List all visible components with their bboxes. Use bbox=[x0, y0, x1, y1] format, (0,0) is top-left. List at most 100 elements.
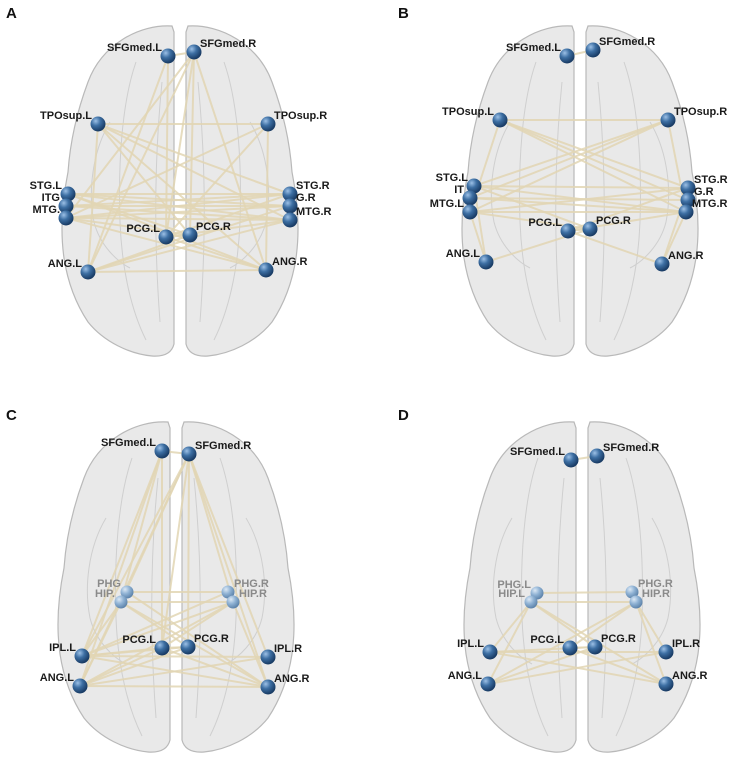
node-label-SFGmed.L: SFGmed.L bbox=[510, 446, 565, 458]
panel-letter-b: B bbox=[398, 5, 409, 22]
edge-HIP.L-ANG.L bbox=[79, 601, 122, 687]
panel-letter-c: C bbox=[6, 407, 17, 424]
node-SFGmed.R bbox=[186, 44, 202, 60]
edge-SFGmed.R-PCG.L bbox=[161, 453, 190, 649]
node-PCG.R bbox=[587, 639, 603, 655]
node-IPL.L bbox=[74, 648, 90, 664]
edge-SFGmed.R-IPL.R bbox=[188, 453, 269, 658]
node-label-STG.L: STG.L bbox=[30, 180, 63, 192]
edge-IPL.L-IPL.R bbox=[81, 655, 269, 658]
edge-HIP.R-IPL.L bbox=[81, 601, 234, 657]
node-label-ANG.R: ANG.R bbox=[274, 673, 310, 685]
edge-TPOsup.R-MTG.L bbox=[65, 123, 269, 219]
node-label-PCG.L: PCG.L bbox=[126, 223, 160, 235]
node-ANG.R bbox=[260, 679, 276, 695]
node-MTG.R bbox=[282, 212, 298, 228]
edge-ANG.R-PCG.L bbox=[165, 236, 267, 271]
edge-SFGmed.R-ANG.R bbox=[188, 453, 269, 688]
panel-letter-d: D bbox=[398, 407, 409, 424]
node-label-ANG.R: ANG.R bbox=[272, 256, 308, 268]
node-MTG.L bbox=[462, 204, 478, 220]
node-label-MTG.L: MTG.L bbox=[430, 198, 464, 210]
edge-SFGmed.L-ANG.L bbox=[79, 450, 163, 687]
node-SFGmed.L bbox=[160, 48, 176, 64]
edge-TPOsup.L-ANG.L bbox=[87, 123, 99, 273]
edge-layer bbox=[487, 455, 667, 685]
node-label-ANG.R: ANG.R bbox=[668, 250, 704, 262]
node-label-IPL.R: IPL.R bbox=[274, 643, 302, 655]
edge-ANG.L-ANG.R bbox=[79, 685, 269, 688]
node-label-PCG.L: PCG.L bbox=[122, 634, 156, 646]
node-IPL.R bbox=[658, 644, 674, 660]
node-label-ITG.R: G.R bbox=[296, 192, 316, 204]
node-label-PHG.L: PHG bbox=[97, 578, 121, 590]
node-ANG.L bbox=[80, 264, 96, 280]
node-label-PHG.R: PHG.R bbox=[234, 578, 269, 590]
panel-letter-a: A bbox=[6, 5, 17, 22]
node-IPL.R bbox=[260, 649, 276, 665]
edge-ANG.L-PCG.R bbox=[487, 646, 596, 685]
edge-TPOsup.R-STG.L bbox=[473, 119, 669, 187]
edge-ANG.L-PCG.L bbox=[79, 647, 163, 687]
node-label-SFGmed.R: SFGmed.R bbox=[599, 36, 655, 48]
edge-IPL.R-ANG.L bbox=[79, 656, 269, 687]
node-SFGmed.R bbox=[181, 446, 197, 462]
node-HIP.L bbox=[524, 595, 538, 609]
edge-SFGmed.L-HIP.L bbox=[120, 450, 163, 603]
node-label-MTG.R: MTG.R bbox=[692, 198, 727, 210]
node-PCG.L bbox=[154, 640, 170, 656]
node-label-STG.R: STG.R bbox=[694, 174, 728, 186]
node-label-SFGmed.R: SFGmed.R bbox=[603, 442, 659, 454]
edge-SFGmed.L-IPL.L bbox=[81, 450, 163, 657]
node-label-ANG.R: ANG.R bbox=[672, 670, 708, 682]
node-label-ITG.L: ITG bbox=[42, 192, 60, 204]
node-PCG.R bbox=[180, 639, 196, 655]
node-label-ITG.R: G.R bbox=[694, 186, 714, 198]
node-label-PCG.L: PCG.L bbox=[528, 217, 562, 229]
edge-HIP.L-IPL.L bbox=[489, 601, 532, 653]
edge-HIP.L-IPL.L bbox=[81, 601, 122, 657]
node-PCG.R bbox=[582, 221, 598, 237]
node-ITG.R bbox=[680, 192, 696, 208]
node-PCG.R bbox=[182, 227, 198, 243]
node-label-TPOsup.R: TPOsup.R bbox=[674, 106, 727, 118]
node-label-SFGmed.L: SFGmed.L bbox=[506, 42, 561, 54]
edge-TPOsup.L-PCG.R bbox=[97, 123, 191, 236]
node-ANG.R bbox=[658, 676, 674, 692]
node-PHG.L bbox=[120, 585, 134, 599]
edge-ANG.L-ANG.R bbox=[87, 269, 267, 273]
node-label-PHG.L: PHG.L bbox=[497, 579, 531, 591]
node-ITG.R bbox=[282, 198, 298, 214]
edge-IPL.L-PCG.L bbox=[81, 647, 163, 657]
node-PHG.R bbox=[625, 585, 639, 599]
node-STG.L bbox=[466, 178, 482, 194]
node-label-SFGmed.R: SFGmed.R bbox=[195, 440, 251, 452]
node-label-ITG.L: IT bbox=[454, 184, 464, 196]
edge-MTG.L-MTG.R bbox=[65, 217, 291, 221]
node-ANG.R bbox=[258, 262, 274, 278]
edge-SFGmed.R-PCG.R bbox=[187, 453, 190, 648]
node-label-HIP.L: HIP.L bbox=[498, 588, 525, 600]
edge-ANG.R-PCG.L bbox=[569, 647, 667, 685]
edge-layer bbox=[65, 51, 291, 273]
node-label-PCG.L: PCG.L bbox=[530, 634, 564, 646]
node-label-SFGmed.R: SFGmed.R bbox=[200, 38, 256, 50]
node-label-ANG.L: ANG.L bbox=[48, 258, 83, 270]
edge-SFGmed.R-IPL.L bbox=[81, 453, 190, 657]
node-label-PCG.R: PCG.R bbox=[596, 215, 631, 227]
node-label-SFGmed.L: SFGmed.L bbox=[107, 42, 162, 54]
node-TPOsup.R bbox=[260, 116, 276, 132]
node-PCG.L bbox=[560, 223, 576, 239]
node-ANG.R bbox=[654, 256, 670, 272]
node-label-ANG.L: ANG.L bbox=[446, 248, 481, 260]
edge-TPOsup.L-ITG.R bbox=[499, 119, 689, 201]
node-ITG.L bbox=[462, 190, 478, 206]
node-STG.R bbox=[680, 180, 696, 196]
